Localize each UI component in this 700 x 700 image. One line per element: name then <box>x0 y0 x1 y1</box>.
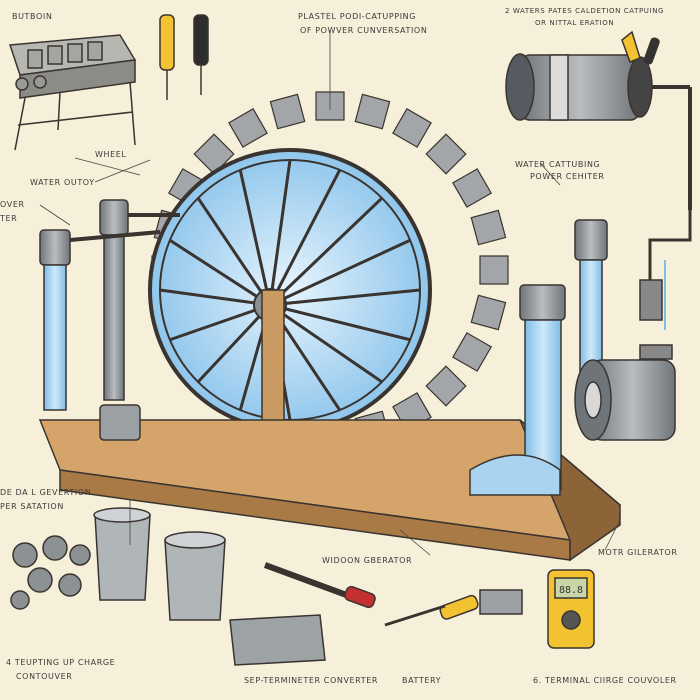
battery-screwdriver <box>384 594 479 627</box>
wheel-blade <box>470 209 507 246</box>
wrench <box>263 562 376 609</box>
clamp-tool <box>479 589 523 615</box>
wheel-spoke <box>269 303 411 342</box>
label-contouver: CONTOUVER <box>16 672 73 681</box>
water-wheel <box>148 148 432 432</box>
label-per-station: PER SATATION <box>0 502 64 511</box>
label-button: BUTBOIN <box>12 12 53 21</box>
wheel-spoke <box>269 288 421 307</box>
wheel-spoke <box>268 196 383 307</box>
label-charge-up: 4 TEUPTING UP CHARGE <box>6 658 116 667</box>
workbench <box>8 34 137 151</box>
label-deda-geveration: DE DA L GEVERTION <box>0 488 92 497</box>
label-water-outlet: WATER OUTOY <box>30 178 95 187</box>
wheel-spoke <box>196 197 272 306</box>
wheel-spoke <box>159 288 271 307</box>
wheel-blade <box>269 93 306 130</box>
wheel-spoke <box>169 238 271 307</box>
right-pipe <box>639 210 692 330</box>
leader-lines <box>39 30 621 556</box>
buckets <box>93 507 226 621</box>
label-motor-generator: MOTR GILERATOR <box>598 548 678 557</box>
wheel-blade <box>452 332 493 372</box>
motor-generator <box>574 344 676 441</box>
wheel-blade <box>425 133 467 175</box>
label-power-conversion: OF POWVER CUNVERSATION <box>300 26 428 35</box>
wheel-blade <box>193 133 235 175</box>
parts-tray <box>229 614 326 666</box>
label-plastic-podi: PLASTEL PODI-CATUPPING <box>298 12 417 21</box>
wheel-spoke <box>169 303 271 342</box>
base-platform <box>38 419 622 562</box>
wheel-spoke <box>238 169 272 306</box>
label-power-center: POWER CEHITER <box>530 172 605 181</box>
label-wheel: WHEEL <box>95 150 127 159</box>
wheel-blade <box>392 107 432 148</box>
label-water-catubing: WATER CATTUBING <box>515 160 601 169</box>
wheel-blade <box>228 107 268 148</box>
wheel-spoke <box>269 303 383 384</box>
small-tools-top-right <box>621 30 660 65</box>
meter-display: 88.8 <box>559 585 583 596</box>
wheel-blade <box>425 365 467 407</box>
multimeter <box>547 569 595 649</box>
label-terminal-charge: 6. TERMINAL CIIRGE COUVOLER <box>533 676 677 685</box>
wheel-blade <box>452 168 493 208</box>
wheel-blade <box>470 294 507 331</box>
left-water-columns <box>39 199 180 441</box>
wheel-blade <box>354 93 391 130</box>
label-terminator-converter: SEP-TERMINETER CONVERTER <box>244 676 379 685</box>
screwdriver-yellow <box>159 14 175 100</box>
wheel-spoke <box>196 303 272 383</box>
cylinder-generator <box>505 53 692 210</box>
gear-pile <box>10 535 91 610</box>
label-left-edge-1: OVER <box>0 200 25 209</box>
label-wooden-generator: WIDOON GBERATOR <box>322 556 413 565</box>
wheel-spoke <box>268 159 292 306</box>
wheel-spoke <box>269 238 411 307</box>
label-nittal-eration: OR NITTAL ERATION <box>535 19 615 27</box>
label-left-edge-2: TER <box>0 214 18 223</box>
label-battery: BATTERY <box>402 676 442 685</box>
wheel-blade <box>479 255 509 285</box>
screwdriver-black <box>193 14 209 95</box>
wheel-spoke <box>268 169 342 306</box>
label-water-patent: 2 WATERS PATES CALDETION CATPUING <box>505 7 665 15</box>
